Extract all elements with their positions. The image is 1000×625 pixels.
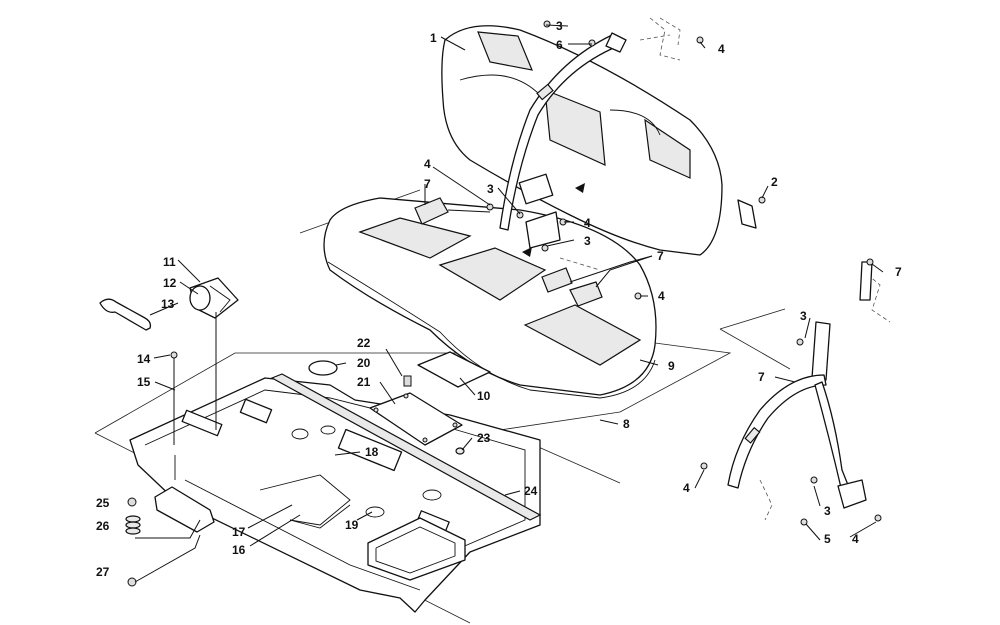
seat-cushion — [323, 197, 657, 399]
callout-15: 15 — [137, 375, 151, 389]
callout-3: 3 — [824, 504, 831, 518]
callout-19: 19 — [345, 518, 359, 532]
callout-16: 16 — [232, 543, 246, 557]
shoulder-belt-center — [499, 32, 627, 231]
callout-4: 4 — [683, 481, 690, 495]
leader-lines — [149, 24, 884, 547]
arrow-indicator — [522, 247, 532, 257]
callout-3: 3 — [556, 19, 563, 33]
mounting-bracket — [125, 486, 215, 587]
callout-4: 4 — [584, 216, 591, 230]
callout-22: 22 — [357, 336, 371, 350]
callout-4: 4 — [718, 42, 725, 56]
callout-4: 4 — [852, 532, 859, 546]
callout-9: 9 — [668, 359, 675, 373]
callout-5: 5 — [824, 532, 831, 546]
callout-1: 1 — [430, 31, 437, 45]
access-cover — [369, 392, 463, 446]
callout-20: 20 — [357, 356, 371, 370]
callout-14: 14 — [137, 352, 151, 366]
callout-7: 7 — [657, 249, 664, 263]
body-frame-fragment — [639, 17, 681, 61]
center-mount-hardware — [486, 20, 766, 300]
buckle-center — [541, 267, 603, 307]
callout-3: 3 — [487, 182, 494, 196]
callout-3: 3 — [800, 309, 807, 323]
callout-3: 3 — [584, 234, 591, 248]
callout-17: 17 — [232, 525, 246, 539]
clip — [403, 375, 412, 387]
callout-2: 2 — [771, 175, 778, 189]
seat-pad — [417, 351, 491, 388]
buckle-left — [414, 197, 491, 225]
callout-18: 18 — [365, 445, 379, 459]
callout-11: 11 — [163, 255, 176, 269]
callout-26: 26 — [96, 519, 110, 533]
seal-strip — [270, 373, 542, 521]
callout-7: 7 — [758, 370, 765, 384]
round-plug — [308, 360, 338, 376]
callout-4: 4 — [658, 289, 665, 303]
callout-labels: 1 3 6 4 2 4 7 3 4 3 7 4 9 8 10 22 20 21 … — [96, 19, 902, 579]
callout-7: 7 — [895, 265, 902, 279]
callout-23: 23 — [477, 431, 491, 445]
arrow-indicator — [575, 183, 585, 193]
callout-24: 24 — [524, 484, 538, 498]
callout-4: 4 — [424, 157, 431, 171]
side-bracket — [737, 199, 757, 229]
callout-7: 7 — [424, 177, 431, 191]
callout-8: 8 — [623, 417, 630, 431]
retractor — [518, 173, 554, 205]
callout-21: 21 — [357, 375, 371, 389]
side-belt-assembly — [700, 258, 891, 526]
callout-25: 25 — [96, 496, 110, 510]
callout-27: 27 — [96, 565, 110, 579]
callout-13: 13 — [161, 297, 175, 311]
screw — [170, 351, 178, 445]
callout-12: 12 — [163, 276, 177, 290]
callout-10: 10 — [477, 389, 491, 403]
callout-6: 6 — [556, 38, 563, 52]
seat-back — [441, 25, 723, 256]
wrench-tool — [99, 298, 152, 331]
